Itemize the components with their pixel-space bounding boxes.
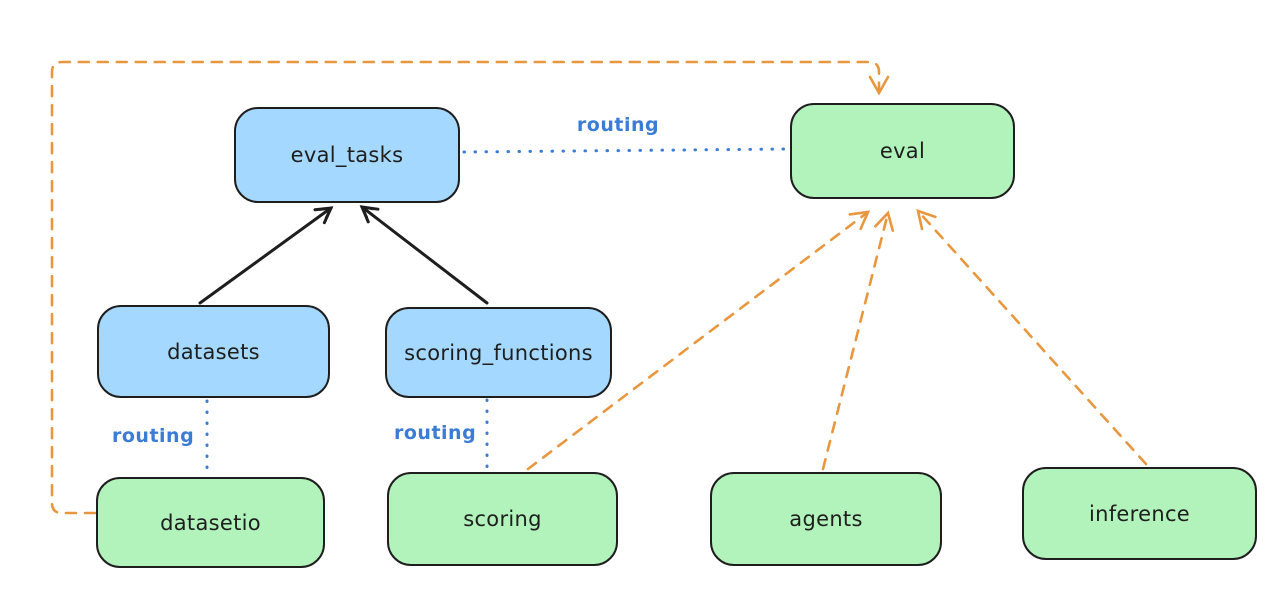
node-datasets: datasets — [97, 305, 330, 398]
node-datasetio: datasetio — [96, 477, 325, 568]
node-agents-label: agents — [789, 507, 863, 531]
edge-inference-to-eval — [916, 209, 1148, 466]
edge-scoring-functions-to-eval-tasks — [359, 205, 489, 305]
edge-datasets-to-eval-tasks — [198, 206, 334, 305]
edge-label-routing-scoring-functions-scoring: routing — [394, 422, 477, 444]
node-eval-tasks: eval_tasks — [234, 107, 460, 203]
node-scoring-functions-label: scoring_functions — [404, 340, 593, 365]
node-scoring-label: scoring — [463, 507, 542, 531]
node-datasets-label: datasets — [167, 339, 260, 364]
node-scoring-functions: scoring_functions — [385, 307, 612, 398]
edge-eval-tasks-to-eval — [462, 147, 791, 154]
node-eval: eval — [790, 103, 1015, 199]
edge-agents-to-eval — [821, 210, 895, 471]
node-eval-label: eval — [879, 139, 926, 163]
node-eval-tasks-label: eval_tasks — [290, 143, 404, 167]
node-inference-label: inference — [1088, 501, 1191, 526]
node-datasetio-label: datasetio — [160, 510, 261, 535]
edge-label-routing-datasets-datasetio: routing — [112, 425, 195, 447]
node-scoring: scoring — [387, 472, 618, 566]
node-inference: inference — [1022, 467, 1257, 560]
node-agents: agents — [710, 472, 942, 566]
edge-label-routing-eval-tasks-eval: routing — [576, 114, 660, 136]
